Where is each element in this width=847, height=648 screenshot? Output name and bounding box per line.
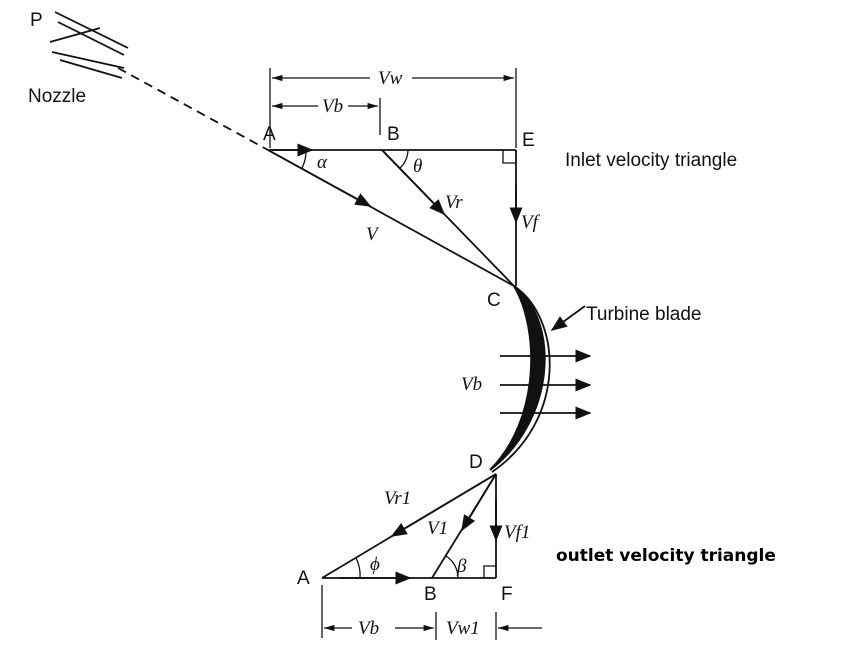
label-vw1: Vw1 [446, 618, 480, 639]
outlet-vr1-arrow [390, 473, 497, 537]
inlet-v-arrow [267, 149, 372, 207]
caption-outlet-velocity-triangle: outlet velocity triangle [556, 546, 776, 566]
inlet-vr-arrow [381, 149, 446, 216]
label-p: P [30, 10, 43, 31]
outlet-v1-arrow [461, 473, 497, 532]
nozzle-icon [49, 11, 129, 79]
label-vr1: Vr1 [384, 488, 411, 509]
label-vb-mid: Vb [461, 374, 482, 395]
label-b-top: B [387, 124, 400, 145]
label-phi: ϕ [370, 554, 380, 575]
beta-angle-arc [445, 555, 459, 579]
label-vb-bottom: Vb [358, 618, 379, 639]
blade-velocity-arrows [500, 349, 592, 420]
label-f: F [501, 584, 513, 605]
label-beta: β [456, 556, 467, 577]
label-vf1: Vf1 [504, 522, 530, 543]
turbine-blade-shape [489, 285, 546, 471]
label-vf: Vf [521, 212, 541, 233]
label-turbine-blade: Turbine blade [586, 304, 701, 325]
alpha-angle-arc [301, 149, 307, 169]
label-vr: Vr [445, 192, 463, 213]
caption-inlet-velocity-triangle: Inlet velocity triangle [565, 150, 737, 171]
label-alpha: α [317, 152, 328, 173]
label-a-top: A [263, 124, 276, 145]
label-c: C [487, 290, 501, 311]
jet-path-dashed-line [117, 67, 269, 151]
turbine-blade-outer-edge [491, 285, 551, 473]
label-v: V [366, 224, 380, 245]
outlet-right-angle-mark [483, 565, 496, 578]
label-nozzle: Nozzle [28, 86, 86, 107]
label-d: D [469, 452, 483, 473]
label-a-bottom: A [297, 568, 310, 589]
label-vb-top: Vb [322, 96, 343, 117]
label-vw: Vw [378, 68, 403, 89]
label-v1: V1 [427, 518, 448, 539]
phi-angle-arc [355, 557, 361, 579]
theta-angle-arc [399, 149, 409, 169]
turbine-blade-pointer-arrow [550, 305, 586, 331]
inlet-right-angle-mark [502, 150, 516, 164]
label-e: E [522, 130, 535, 151]
label-b-bottom: B [424, 584, 437, 605]
label-theta: θ [413, 156, 422, 177]
